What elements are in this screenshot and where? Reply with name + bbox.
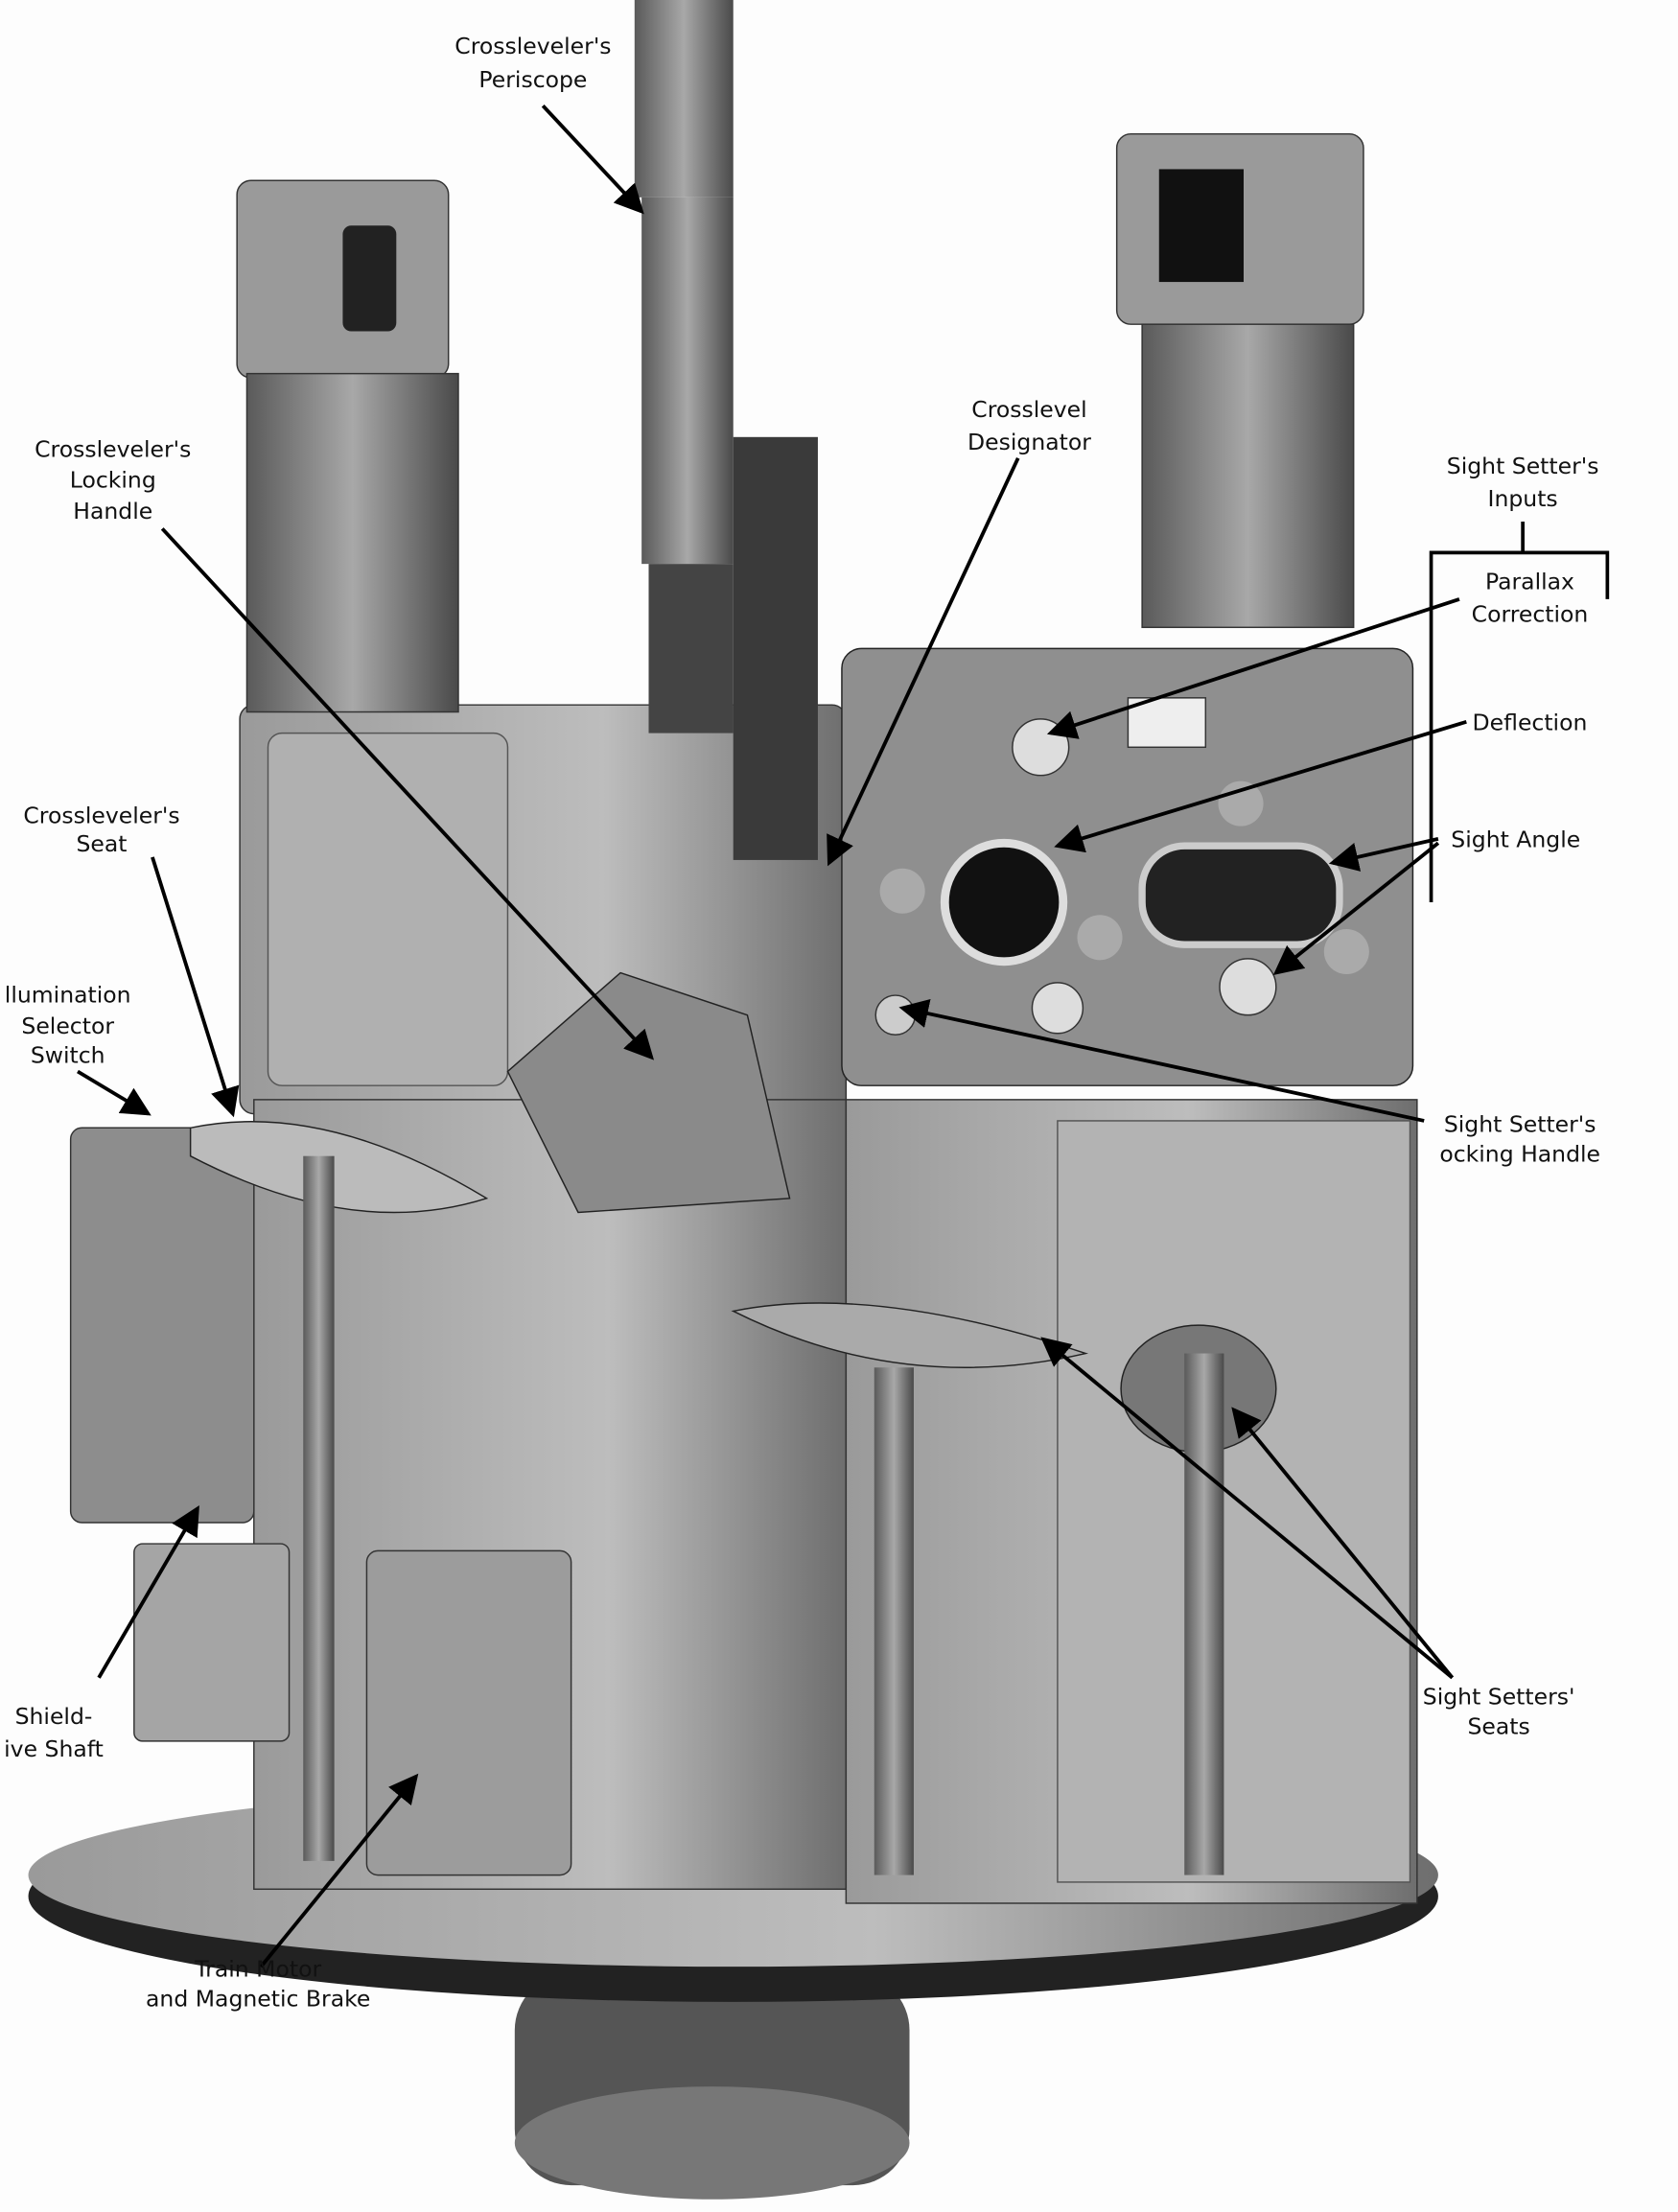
svg-text:and Magnetic Brake: and Magnetic Brake	[146, 1985, 370, 2012]
label-sight-setters-seats: Sight Setters' Seats	[1423, 1684, 1575, 1740]
director-body	[69, 704, 1418, 1904]
label-illumination-selector-switch: llumination Selector Switch	[5, 981, 131, 1068]
leader-arrows	[77, 104, 1467, 1968]
svg-text:Seat: Seat	[76, 830, 127, 857]
svg-text:Sight Setter's: Sight Setter's	[1444, 1111, 1596, 1138]
svg-text:Sight Setters': Sight Setters'	[1423, 1684, 1575, 1711]
svg-text:Designator: Designator	[967, 429, 1091, 455]
svg-text:Parallax: Parallax	[1485, 569, 1574, 595]
label-sight-angle: Sight Angle	[1451, 827, 1580, 853]
label-crossleveler-locking-handle: Crossleveler's Locking Handle	[35, 435, 191, 524]
svg-text:Crosslevel: Crosslevel	[971, 396, 1086, 423]
svg-text:Inputs: Inputs	[1488, 485, 1558, 512]
svg-text:Deflection: Deflection	[1473, 710, 1588, 736]
svg-text:ive Shaft: ive Shaft	[4, 1735, 104, 1762]
label-sight-setter-inputs: Sight Setter's Inputs	[1447, 453, 1599, 512]
inputs-bracket	[1429, 522, 1610, 903]
svg-text:Crossleveler's: Crossleveler's	[35, 435, 191, 462]
svg-text:Locking: Locking	[70, 467, 156, 494]
periscope	[634, 0, 818, 860]
deflection-dial	[940, 838, 1068, 966]
seats	[189, 971, 1277, 1875]
svg-text:Correction: Correction	[1472, 600, 1589, 627]
sight-setter-panel	[841, 647, 1414, 1086]
label-deflection: Deflection	[1473, 710, 1588, 736]
sight-angle-dial	[1138, 842, 1343, 948]
svg-text:Switch: Switch	[31, 1042, 105, 1069]
sight-towers	[236, 132, 1364, 713]
svg-text:Shield-: Shield-	[15, 1703, 93, 1730]
label-crosslevel-designator: Crosslevel Designator	[967, 396, 1091, 455]
label-train-motor: Train Motor and Magnetic Brake	[146, 1955, 370, 2012]
label-periscope: Crossleveler's Periscope	[454, 33, 611, 93]
parallax-knob	[1012, 718, 1070, 777]
svg-text:Selector: Selector	[21, 1013, 114, 1039]
svg-text:Sight Setter's: Sight Setter's	[1447, 453, 1599, 479]
svg-text:Sight Angle: Sight Angle	[1451, 827, 1580, 853]
svg-text:Crossleveler's: Crossleveler's	[23, 803, 179, 829]
label-sight-setter-locking-handle: Sight Setter's ocking Handle	[1439, 1111, 1600, 1168]
crossleveler-handwheel-housing	[506, 971, 791, 1214]
svg-text:Seats: Seats	[1467, 1713, 1529, 1740]
label-shield-drive-shaft: Shield- ive Shaft	[4, 1703, 104, 1762]
svg-text:Train Motor: Train Motor	[194, 1955, 321, 1982]
svg-text:llumination: llumination	[5, 981, 131, 1008]
svg-text:Periscope: Periscope	[478, 66, 587, 93]
svg-text:Handle: Handle	[73, 498, 152, 524]
label-parallax-correction: Parallax Correction	[1472, 569, 1589, 628]
svg-text:ocking Handle: ocking Handle	[1439, 1141, 1600, 1168]
label-crossleveler-seat: Crossleveler's Seat	[23, 803, 179, 857]
svg-text:Crossleveler's: Crossleveler's	[454, 33, 611, 59]
